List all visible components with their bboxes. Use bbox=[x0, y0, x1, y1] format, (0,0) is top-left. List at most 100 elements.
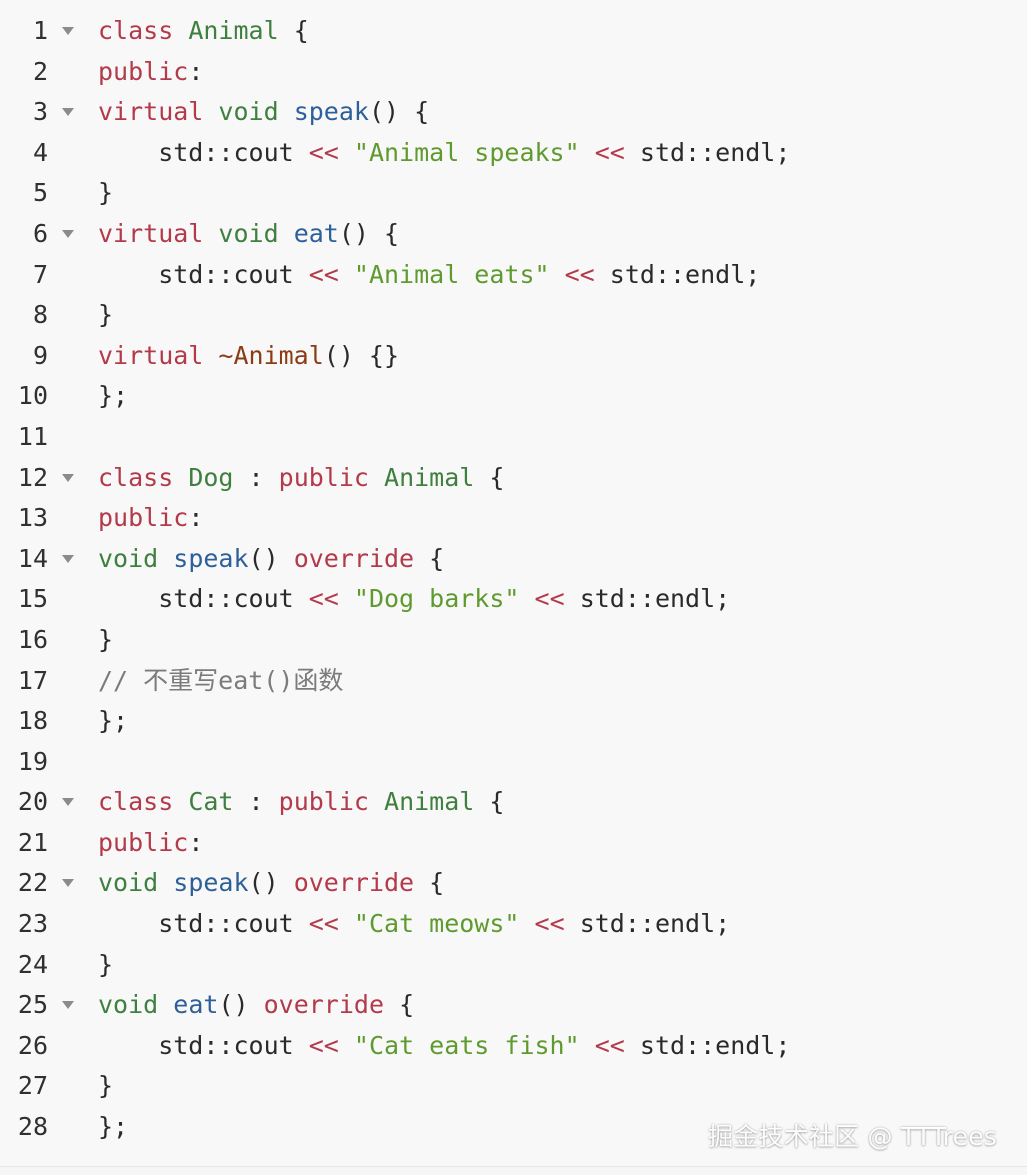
line-number: 26 bbox=[17, 1030, 48, 1060]
code-token-type: void bbox=[98, 990, 159, 1020]
line-number: 5 bbox=[32, 178, 48, 208]
code-token-text bbox=[580, 1031, 595, 1060]
code-token-class: Dog bbox=[188, 462, 234, 492]
fold-toggle-icon[interactable] bbox=[62, 229, 74, 238]
code-text: }; bbox=[98, 376, 128, 417]
code-token-text: { bbox=[384, 990, 415, 1020]
code-line: 27} bbox=[0, 1066, 1027, 1107]
code-token-text: std::cout bbox=[98, 584, 309, 614]
code-text: }; bbox=[98, 1107, 128, 1148]
line-number: 19 bbox=[17, 746, 48, 776]
code-token-text: }; bbox=[98, 706, 129, 736]
fold-toggle-icon[interactable] bbox=[62, 554, 74, 563]
code-token-keyword: class bbox=[98, 787, 174, 817]
code-line: 8} bbox=[0, 295, 1027, 336]
code-token-text bbox=[550, 260, 565, 289]
code-token-keyword: virtual bbox=[98, 218, 204, 248]
code-text: virtual ~Animal() {} bbox=[98, 336, 399, 377]
line-number: 8 bbox=[32, 300, 48, 330]
code-token-text: } bbox=[98, 178, 114, 208]
code-token-text: std::cout bbox=[98, 259, 309, 289]
fold-toggle-icon[interactable] bbox=[62, 798, 74, 807]
code-token-text bbox=[339, 1031, 354, 1060]
code-token-string: "Animal speaks" bbox=[353, 137, 580, 167]
code-token-text bbox=[339, 260, 354, 289]
code-token-string: "Dog barks" bbox=[353, 584, 520, 614]
code-text: std::cout << "Animal eats" << std::endl; bbox=[98, 255, 760, 296]
code-token-op: << bbox=[308, 909, 339, 939]
code-token-text: } bbox=[98, 300, 114, 330]
code-text: void speak() override { bbox=[98, 539, 444, 580]
code-line: 26 std::cout << "Cat eats fish" << std::… bbox=[0, 1026, 1027, 1067]
code-token-function: eat bbox=[173, 990, 219, 1020]
code-token-text bbox=[279, 97, 294, 126]
code-text: std::cout << "Dog barks" << std::endl; bbox=[98, 579, 730, 620]
code-line: 15 std::cout << "Dog barks" << std::endl… bbox=[0, 579, 1027, 620]
code-token-text bbox=[173, 463, 188, 492]
code-token-text: () bbox=[248, 543, 294, 573]
code-token-text: () bbox=[248, 868, 294, 898]
code-token-keyword: class bbox=[98, 16, 174, 45]
code-token-text: } bbox=[98, 1071, 114, 1101]
code-token-text: }; bbox=[98, 381, 129, 411]
code-line: 11 bbox=[0, 417, 1027, 458]
code-text: } bbox=[98, 173, 113, 214]
code-token-keyword: public bbox=[98, 827, 189, 857]
code-token-keyword: public bbox=[98, 56, 189, 86]
fold-toggle-icon[interactable] bbox=[62, 879, 74, 888]
code-token-string: "Cat meows" bbox=[353, 909, 520, 939]
code-token-text: () {} bbox=[323, 340, 400, 370]
code-token-text: { bbox=[474, 787, 505, 817]
code-text: class Animal { bbox=[98, 11, 309, 52]
code-token-text bbox=[519, 909, 534, 938]
code-token-text: std::cout bbox=[98, 909, 309, 939]
code-token-keyword: override bbox=[263, 990, 385, 1020]
code-token-text bbox=[173, 16, 188, 45]
code-token-string: "Animal eats" bbox=[353, 259, 550, 289]
fold-toggle-icon[interactable] bbox=[62, 108, 74, 117]
code-token-text: }; bbox=[98, 1112, 129, 1142]
line-number: 14 bbox=[17, 543, 48, 573]
fold-toggle-icon[interactable] bbox=[62, 27, 74, 35]
line-number: 24 bbox=[17, 949, 48, 979]
code-token-text: () { bbox=[368, 97, 430, 127]
line-number: 27 bbox=[17, 1071, 48, 1101]
line-number: 28 bbox=[17, 1112, 48, 1142]
code-token-keyword: public bbox=[278, 462, 369, 492]
code-token-text: { bbox=[474, 462, 505, 492]
code-line: 5} bbox=[0, 173, 1027, 214]
code-text: public: bbox=[98, 498, 203, 539]
code-text: virtual void speak() { bbox=[98, 92, 429, 133]
code-token-op: << bbox=[534, 584, 565, 614]
fold-toggle-icon[interactable] bbox=[62, 473, 74, 482]
code-line: 4 std::cout << "Animal speaks" << std::e… bbox=[0, 133, 1027, 174]
code-token-text: () { bbox=[338, 218, 400, 248]
line-number: 4 bbox=[32, 137, 48, 167]
code-token-op: << bbox=[564, 259, 595, 289]
code-token-class: Cat bbox=[188, 787, 234, 817]
code-token-string: "Cat eats fish" bbox=[353, 1030, 580, 1060]
code-token-text: () bbox=[218, 990, 264, 1020]
code-token-text: : bbox=[188, 827, 204, 857]
code-text: // 不重写eat()函数 bbox=[98, 661, 343, 702]
code-token-text bbox=[203, 341, 218, 370]
code-token-text: { bbox=[414, 543, 445, 573]
code-token-class: Animal bbox=[384, 462, 475, 492]
code-token-op: << bbox=[308, 259, 339, 289]
code-token-text bbox=[369, 787, 384, 816]
code-text: }; bbox=[98, 701, 128, 742]
code-token-text bbox=[203, 219, 218, 248]
code-token-class: Animal bbox=[384, 787, 475, 817]
line-number: 18 bbox=[17, 706, 48, 736]
code-token-text bbox=[173, 787, 188, 816]
code-token-text bbox=[369, 463, 384, 492]
fold-toggle-icon[interactable] bbox=[62, 1001, 74, 1010]
code-token-destructor: ~Animal bbox=[218, 340, 324, 370]
code-line: 17// 不重写eat()函数 bbox=[0, 661, 1027, 702]
